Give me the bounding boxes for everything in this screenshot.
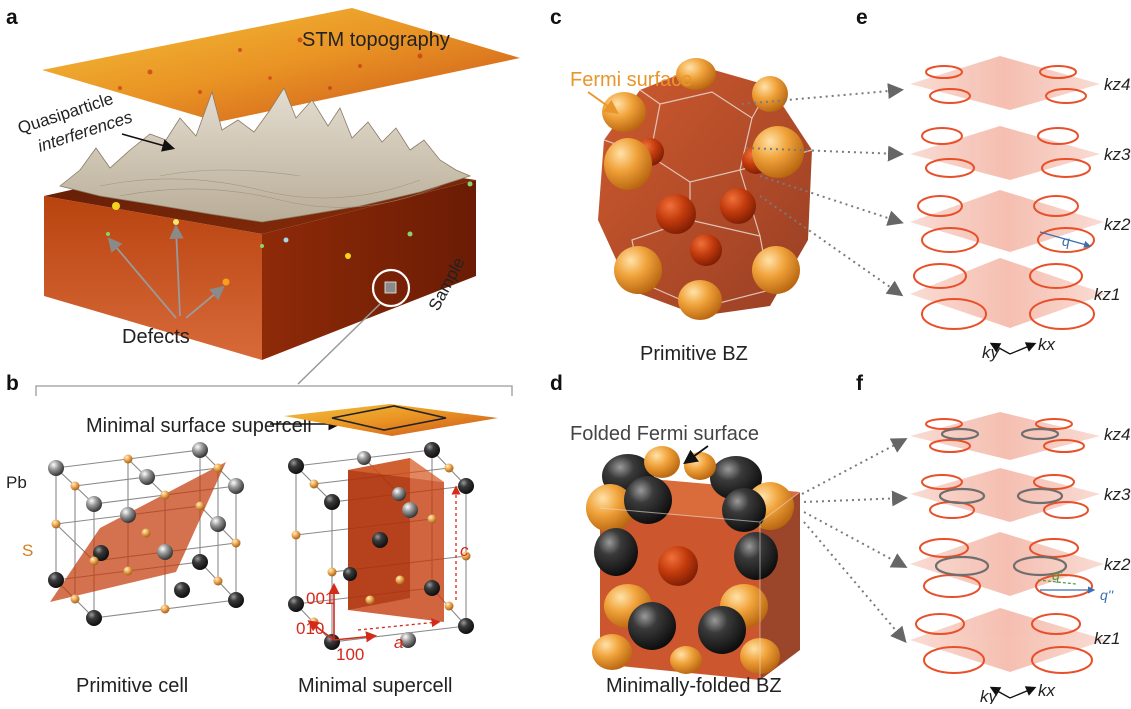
f-kx-label: kx: [1038, 681, 1056, 700]
e-q-vector: [1039, 231, 1092, 248]
panel-b-bracket: [35, 385, 513, 396]
vector-010: [307, 620, 335, 641]
surface-supercell-outline: [331, 405, 447, 431]
primitive-bz-caption: Primitive BZ: [640, 343, 748, 365]
e-kx-label: kx: [1038, 335, 1056, 354]
primitive-cell: Pb S Primitive cell: [6, 442, 244, 697]
defects-arrow-2: [169, 224, 184, 317]
panel-letter-c: c: [550, 6, 562, 29]
f-q-prime-label: q': [1052, 567, 1064, 583]
panel-letter-e: e: [856, 6, 868, 29]
surface-supercell-sheet: [284, 404, 498, 436]
panel-c: c Fermi surface Primitive BZ: [550, 6, 904, 365]
panel-letter-a: a: [6, 6, 18, 29]
minimal-supercell: 001 010 100 a c Minimal supercell: [288, 442, 474, 697]
primitive-cell-plane: [50, 462, 226, 602]
s-atoms: [51, 454, 241, 614]
magnified-cube: [384, 281, 397, 294]
panel-e: e kz4 kz3 kz2 kz1 q ky kx: [856, 6, 1131, 362]
c-to-e-connectors: [741, 83, 904, 297]
defect-markers: [106, 181, 473, 286]
folded-fermi-label: Folded Fermi surface: [570, 423, 759, 445]
f-kz3-label: kz3: [1104, 485, 1131, 504]
panel-d: d Folded Fermi surfac: [550, 372, 908, 697]
minimal-supercell-caption: Minimal supercell: [298, 675, 453, 697]
e-kz2-label: kz2: [1104, 215, 1131, 234]
lattice-c-label: c: [460, 541, 469, 560]
supercell-pb-atoms: [288, 442, 474, 650]
axis-label-100: 100: [336, 645, 364, 664]
e-k-axes: [989, 342, 1037, 355]
f-planes: [910, 412, 1106, 672]
primitive-cell-caption: Primitive cell: [76, 675, 188, 697]
defects-arrow-3: [185, 285, 225, 319]
fermi-surface-label: Fermi surface: [570, 69, 692, 91]
sample-slab-side: [262, 180, 476, 360]
e-kz4-label: kz4: [1104, 75, 1130, 94]
vector-100: [333, 631, 378, 643]
f-kz4-label: kz4: [1104, 425, 1130, 444]
supercell-magnifier: [371, 268, 411, 308]
folded-pockets: [586, 446, 794, 674]
stm-title: STM topography: [302, 29, 450, 51]
panel-f: f kz4 kz3 kz2 kz1 q' q'': [856, 372, 1131, 706]
d-to-f-connectors: [801, 438, 908, 644]
f-contours-gray: [934, 427, 1068, 577]
panel-a: a STM topography Quasiparticle interfere…: [6, 6, 520, 385]
folded-bz-edges: [599, 491, 801, 680]
qpi-pointer: [121, 133, 176, 152]
folded-fermi-pointer: [683, 445, 709, 465]
e-contours: [913, 65, 1095, 330]
stm-topography-sheet: [42, 8, 520, 122]
panel-b: b Minimal surface supercell: [6, 372, 513, 697]
f-k-axes: [989, 686, 1037, 699]
e-kz1-label: kz1: [1094, 285, 1120, 304]
defects-arrow-1: [107, 237, 177, 319]
e-ky-label: ky: [982, 343, 1001, 362]
axis-label-010: 010: [296, 619, 324, 638]
supercell-box-top: [348, 458, 444, 482]
f-kz1-label: kz1: [1094, 629, 1120, 648]
s-label: S: [22, 541, 33, 560]
pb-atoms: [48, 442, 244, 626]
qpi-ripples: [99, 169, 441, 208]
panel-letter-d: d: [550, 372, 563, 395]
lattice-a-dimension: [357, 618, 441, 631]
f-ky-label: ky: [980, 687, 999, 704]
e-kz3-label: kz3: [1104, 145, 1131, 164]
pb-label: Pb: [6, 473, 27, 492]
minimal-surface-supercell-label: Minimal surface supercell: [86, 415, 312, 437]
folded-bz-caption: Minimally-folded BZ: [606, 675, 782, 697]
f-q-double-label: q'': [1100, 587, 1114, 603]
f-contours-orange: [915, 418, 1093, 674]
qpi-landscape: [59, 87, 472, 223]
e-q-label: q: [1062, 233, 1070, 249]
fermi-surface-pointer: [587, 91, 619, 115]
panel-letter-f: f: [856, 372, 864, 395]
f-q-prime-vector: [1037, 579, 1077, 585]
magnifier-leader: [297, 303, 381, 385]
defects-label: Defects: [122, 326, 190, 348]
stm-speckles: [118, 37, 423, 94]
axis-label-001: 001: [306, 589, 334, 608]
lattice-a-label: a: [394, 633, 403, 652]
panel-letter-b: b: [6, 372, 19, 395]
f-kz2-label: kz2: [1104, 555, 1131, 574]
sample-slab-front: [44, 196, 262, 360]
